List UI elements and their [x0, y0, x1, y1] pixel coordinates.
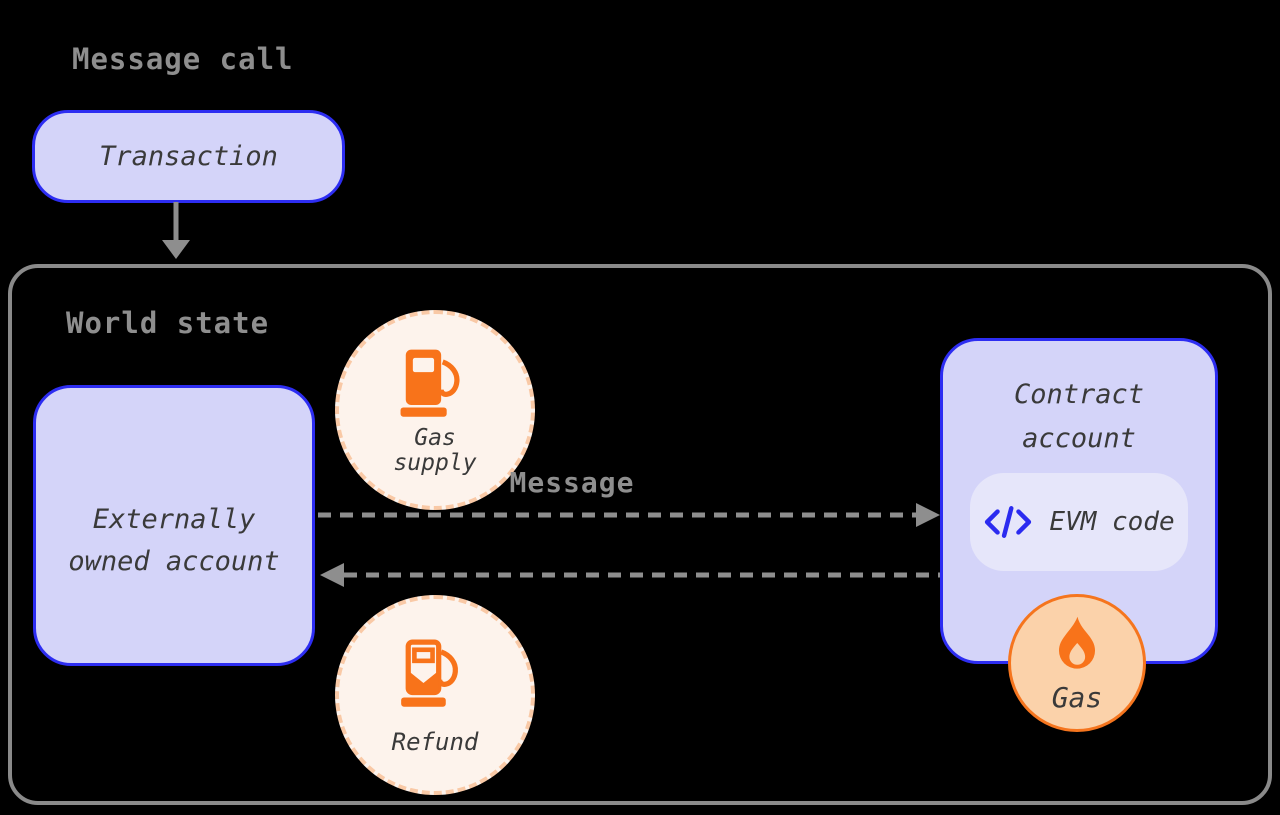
code-icon [985, 506, 1032, 538]
gas-pump-icon [400, 349, 460, 417]
evm-code-label: EVM code [1049, 507, 1175, 537]
gas-supply-label-line2: supply [393, 450, 477, 476]
eoa-label-line1: Externally [92, 503, 256, 535]
arrow-down-icon [162, 202, 190, 259]
page-title: Message call [72, 42, 294, 76]
world-state-container [8, 264, 1272, 805]
evm-code-pill: EVM code [970, 473, 1188, 571]
contract-label-line2: account [1022, 423, 1136, 454]
transaction-label: Transaction [99, 141, 278, 172]
message-label: Message [509, 466, 635, 499]
refund-badge: Refund [335, 595, 535, 795]
transaction-node: Transaction [32, 110, 345, 203]
gas-supply-label-line1: Gas [414, 425, 456, 451]
dashed-arrow-right-icon [318, 503, 940, 527]
flame-icon [1058, 616, 1096, 669]
refund-label: Refund [391, 728, 479, 756]
eoa-node: Externally owned account [33, 385, 315, 666]
world-state-label: World state [66, 306, 270, 340]
dashed-arrow-left-icon [320, 563, 942, 587]
gas-badge: Gas [1008, 594, 1146, 732]
gas-label: Gas [1051, 680, 1103, 714]
gas-supply-badge: Gas supply [335, 310, 535, 510]
contract-label-line1: Contract [1013, 379, 1145, 410]
gas-pump-refund-icon [401, 639, 458, 707]
eoa-label-line2: owned account [68, 545, 280, 577]
